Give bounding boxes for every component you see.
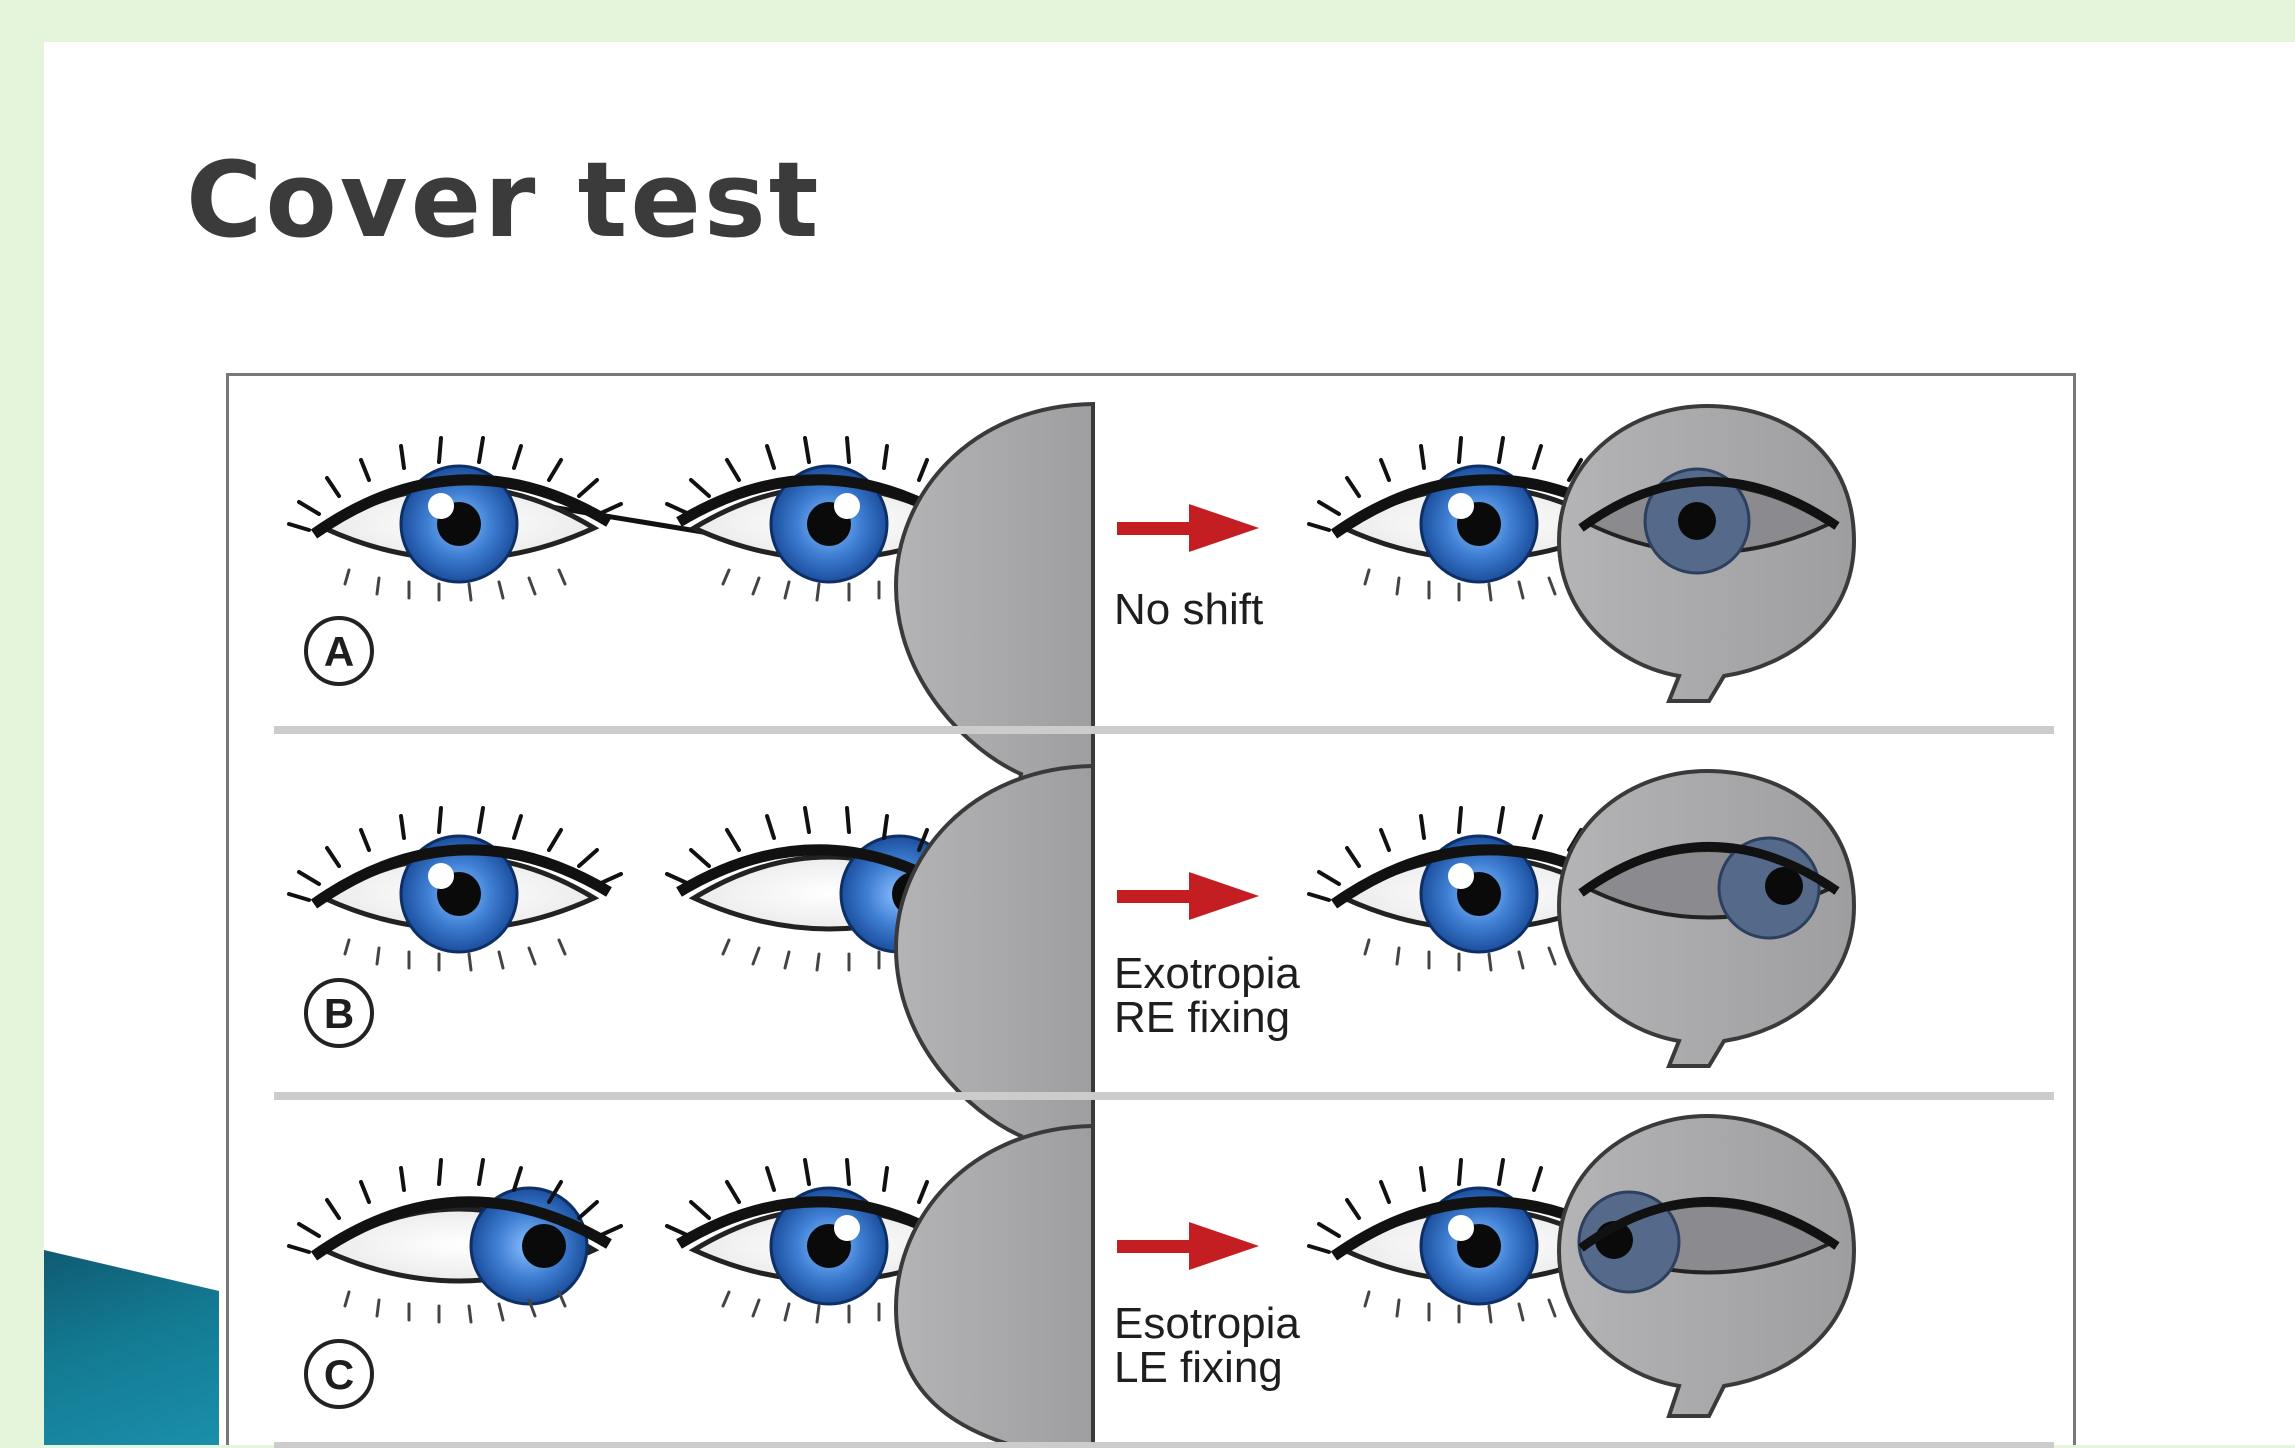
cover-test-figure: No shift A bbox=[226, 373, 2076, 1445]
result-label-a: No shift bbox=[1114, 585, 1263, 634]
result-label-c-line1: Esotropia bbox=[1114, 1299, 1300, 1348]
covered-eye-view bbox=[1559, 406, 1854, 701]
left-eye bbox=[289, 438, 621, 600]
row-c: Esotropia LE fixing C bbox=[274, 1116, 2054, 1448]
row-label-c: C bbox=[306, 1341, 372, 1407]
svg-text:B: B bbox=[324, 990, 354, 1037]
row-divider bbox=[274, 726, 2054, 734]
svg-text:C: C bbox=[324, 1351, 354, 1398]
result-label-b-line2: RE fixing bbox=[1114, 993, 1290, 1042]
row-label-a: A bbox=[306, 618, 372, 684]
left-eye bbox=[289, 808, 621, 970]
row-divider bbox=[274, 1442, 2054, 1448]
left-eye-deviated bbox=[289, 1160, 621, 1322]
row-divider bbox=[274, 1092, 2054, 1100]
occluder-paddle bbox=[896, 1126, 1093, 1448]
covered-eye-view bbox=[1559, 1116, 1854, 1416]
svg-text:A: A bbox=[324, 628, 354, 675]
result-label-c-line2: LE fixing bbox=[1114, 1343, 1283, 1392]
shift-arrow bbox=[1117, 872, 1259, 920]
row-label-b: B bbox=[306, 980, 372, 1046]
shift-arrow bbox=[1117, 1222, 1259, 1270]
row-a: No shift A bbox=[274, 404, 2054, 836]
shift-arrow bbox=[1117, 504, 1259, 552]
covered-eye-view bbox=[1559, 771, 1854, 1066]
slide-title: Cover test bbox=[186, 148, 821, 252]
result-label-b-line1: Exotropia bbox=[1114, 949, 1300, 998]
